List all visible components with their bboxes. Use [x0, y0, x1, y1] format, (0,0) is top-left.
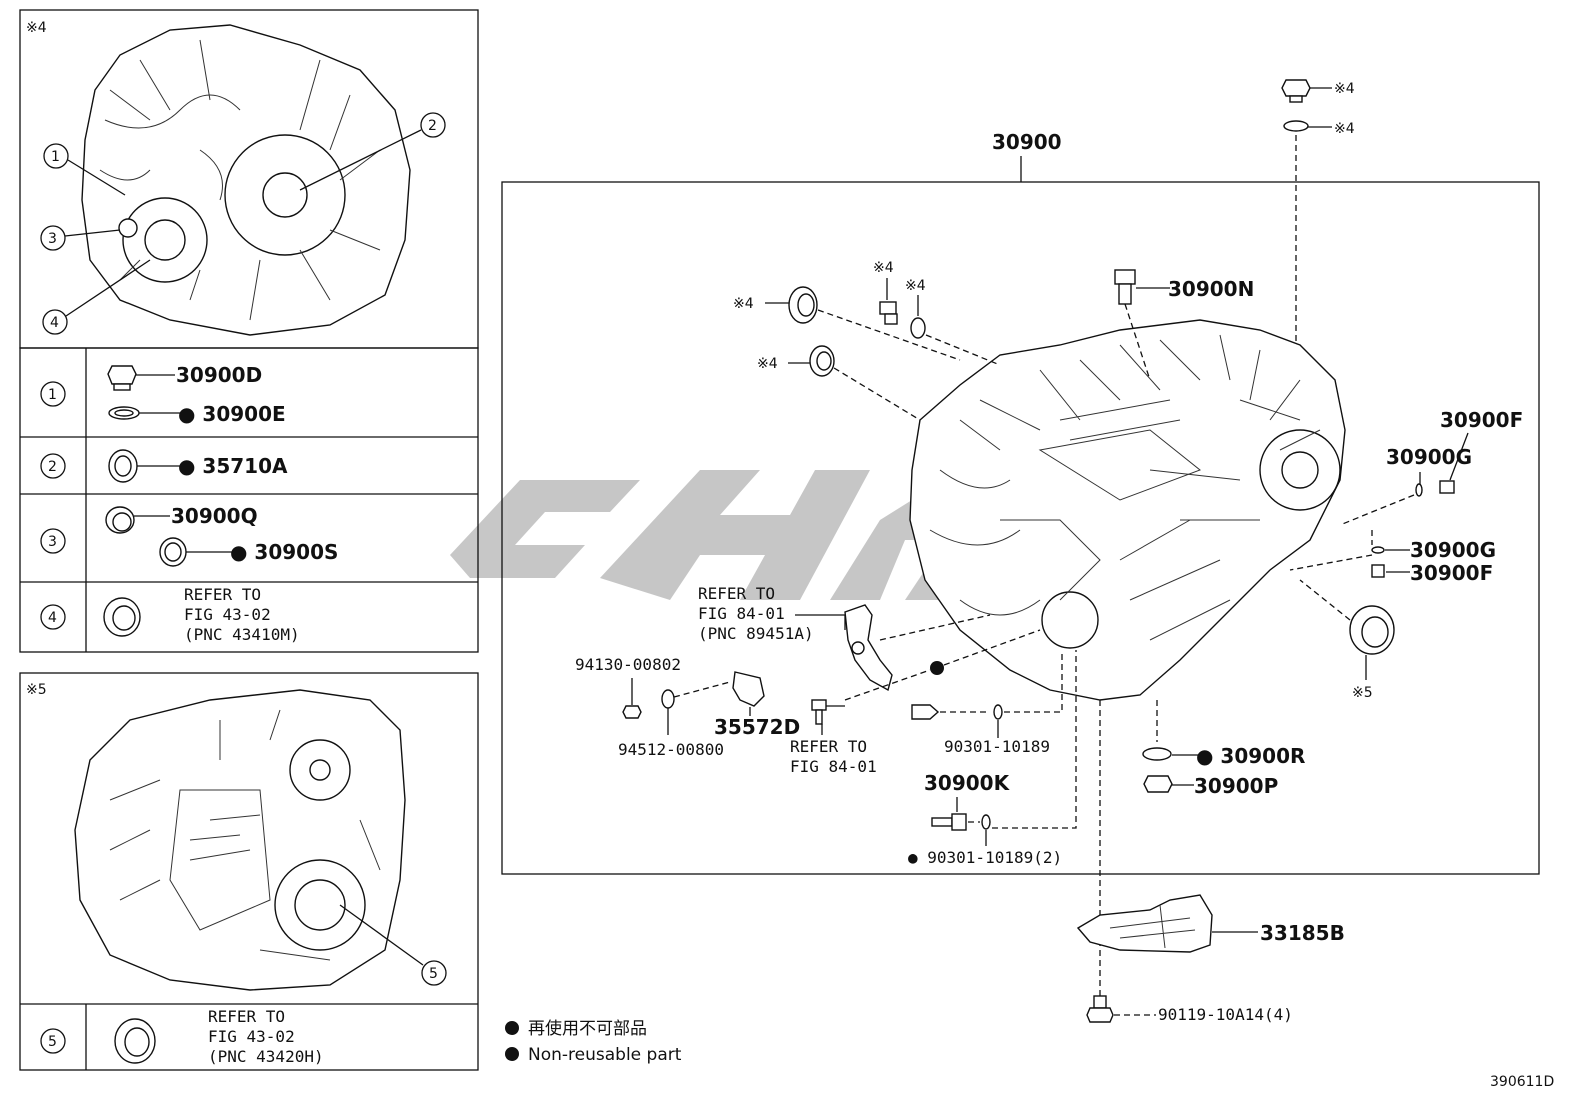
part-35710A: ● 35710A [178, 454, 288, 478]
part-30900F-top: 30900F [1439, 408, 1523, 494]
part-30900F: 30900F [1371, 561, 1493, 585]
svg-text:※4: ※4 [733, 296, 754, 312]
legend: 再使用不可部品 Non-reusable part [505, 1018, 682, 1065]
transaxle-assembly [909, 319, 1346, 701]
part-30900K: 30900K ● 90301-10189(2) [908, 650, 1077, 867]
inset-top-marker: ※4 [26, 20, 47, 36]
svg-text:REFER TO: REFER TO [698, 584, 775, 603]
callout-1: 1 [43, 143, 126, 196]
main-assembly: 30900 ※4 ※4 [501, 79, 1540, 1000]
svg-text:4: 4 [48, 610, 57, 626]
part-35572D: 35572D [714, 671, 800, 739]
svg-text:FIG 43-02: FIG 43-02 [208, 1027, 295, 1046]
part-94130-00802: 94130-00802 [575, 655, 681, 719]
svg-text:5: 5 [429, 966, 438, 982]
svg-text:30900N: 30900N [1168, 277, 1254, 301]
callout-4: 4 [42, 259, 151, 335]
svg-text:※5: ※5 [1352, 685, 1373, 701]
non-reusable-dot [930, 661, 944, 675]
legend-en: Non-reusable part [528, 1045, 682, 1065]
callout-5: 5 [339, 904, 447, 986]
svg-text:2: 2 [428, 118, 437, 134]
part-30900N: 30900N [1114, 269, 1254, 381]
part-30900E: ● 30900E [178, 402, 286, 426]
inset-bottom-marker: ※5 [26, 682, 47, 698]
svg-text:※4: ※4 [757, 356, 778, 372]
part-30900G: 30900G [1289, 530, 1496, 571]
legend-jp: 再使用不可部品 [528, 1018, 647, 1039]
table-row: 3 30900Q ● 30900S [40, 504, 338, 567]
callout-3: 3 [40, 225, 121, 251]
svg-text:● 90301-10189(2): ● 90301-10189(2) [908, 848, 1062, 867]
svg-text:1: 1 [48, 387, 57, 403]
bolt-refer-84-01: REFER TO FIG 84-01 [790, 669, 931, 776]
inset-top: ※4 1 2 3 4 [19, 9, 479, 349]
svg-text:FIG 43-02: FIG 43-02 [184, 605, 271, 624]
part-30900Q: 30900Q [171, 504, 258, 528]
transaxle-front-view [81, 24, 411, 336]
svg-text:90301-10189: 90301-10189 [944, 737, 1050, 756]
svg-text:30900F: 30900F [1410, 561, 1493, 585]
svg-text:4: 4 [50, 315, 59, 331]
svg-text:1: 1 [51, 149, 60, 165]
inset-bottom: ※5 5 5 REFER TO FIG 43-02 (PNC 43420H) [19, 672, 479, 1071]
seal-mid-left: ※4 [757, 345, 921, 421]
transaxle-rear-view [74, 689, 406, 991]
svg-text:30900K: 30900K [924, 771, 1011, 795]
table-row: 2 ● 35710A [40, 449, 288, 483]
svg-text:REFER TO: REFER TO [208, 1007, 285, 1026]
svg-text:30900G: 30900G [1410, 538, 1496, 562]
sensor-bracket: REFER TO FIG 84-01 (PNC 89451A) [698, 584, 991, 692]
svg-text:30900P: 30900P [1194, 774, 1278, 798]
svg-text:30900F: 30900F [1440, 408, 1523, 432]
svg-text:(PNC 43420H): (PNC 43420H) [208, 1047, 324, 1066]
part-30900S: ● 30900S [230, 540, 338, 564]
svg-text:FIG 84-01: FIG 84-01 [790, 757, 877, 776]
part-30900G-top: 30900G [1339, 445, 1472, 526]
svg-text:※4: ※4 [1334, 81, 1355, 97]
svg-text:FIG 84-01: FIG 84-01 [698, 604, 785, 623]
part-94512-00800: 94512-00800 [618, 681, 731, 759]
svg-text:REFER TO: REFER TO [790, 737, 867, 756]
figure-code: 390611D [1490, 1074, 1554, 1090]
svg-text:5: 5 [48, 1034, 57, 1050]
svg-text:2: 2 [48, 459, 57, 475]
svg-text:94512-00800: 94512-00800 [618, 740, 724, 759]
part-30900D: 30900D [176, 363, 262, 387]
main-part-number: 30900 [992, 130, 1062, 154]
part-90301-10189: 90301-10189 [911, 650, 1063, 756]
svg-text:※4: ※4 [1334, 121, 1355, 137]
part-33185B: 33185B [1076, 894, 1345, 953]
svg-text:REFER TO: REFER TO [184, 585, 261, 604]
plug-top: ※4 ※4 [873, 260, 1001, 366]
svg-text:33185B: 33185B [1260, 921, 1345, 945]
seal-upper-left: ※4 [733, 286, 961, 361]
parts-table: 1 30900D ● 30900E 2 ● 35710A 3 309 [19, 347, 479, 653]
svg-text:(PNC 43410M): (PNC 43410M) [184, 625, 300, 644]
legend-dot-jp [505, 1021, 519, 1035]
table-row: 5 REFER TO FIG 43-02 (PNC 43420H) [40, 1007, 324, 1066]
svg-text:※4: ※4 [873, 260, 894, 276]
svg-text:3: 3 [48, 534, 57, 550]
svg-text:3: 3 [48, 231, 57, 247]
svg-text:90119-10A14(4): 90119-10A14(4) [1158, 1005, 1293, 1024]
callout-2: 2 [299, 112, 446, 191]
legend-dot-en [505, 1047, 519, 1061]
svg-text:94130-00802: 94130-00802 [575, 655, 681, 674]
drain-plug-top: ※4 ※4 [1281, 79, 1355, 345]
svg-text:● 30900R: ● 30900R [1196, 744, 1305, 768]
svg-text:30900G: 30900G [1386, 445, 1472, 469]
svg-text:※4: ※4 [905, 278, 926, 294]
svg-text:(PNC 89451A): (PNC 89451A) [698, 624, 814, 643]
table-row: 1 30900D ● 30900E [40, 363, 286, 426]
table-row: 4 REFER TO FIG 43-02 (PNC 43410M) [40, 585, 300, 644]
part-30900R: ● 30900R [1142, 700, 1305, 768]
part-90119-10A14: 90119-10A14(4) [1086, 995, 1293, 1024]
svg-text:35572D: 35572D [714, 715, 800, 739]
part-30900P: 30900P [1143, 774, 1278, 798]
seal-right: ※5 [1299, 579, 1395, 701]
